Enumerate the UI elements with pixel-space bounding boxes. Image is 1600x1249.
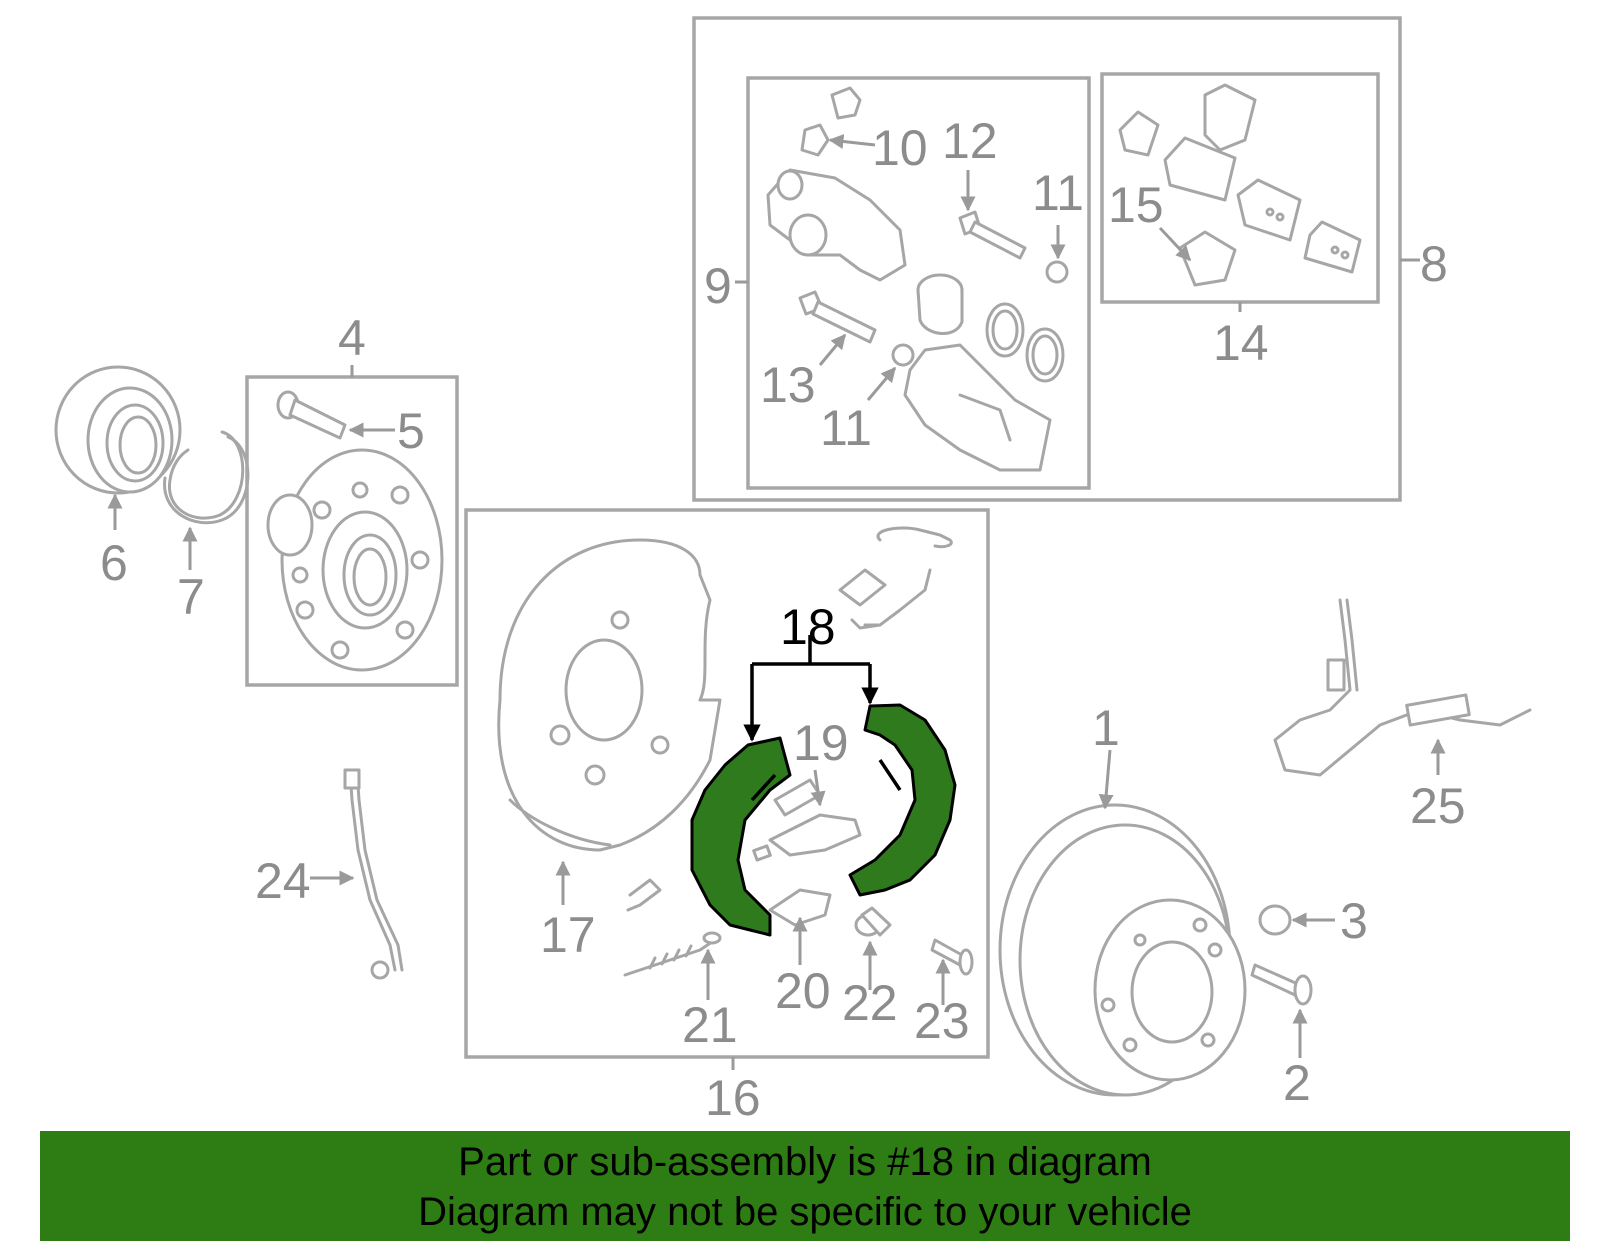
brake-rotor-part (998, 803, 1247, 1097)
brake-pads-part (1118, 110, 1362, 274)
spring-kit-part (838, 526, 953, 630)
guide-bolt-13-part (798, 290, 877, 344)
callout-11-top: 11 (1032, 165, 1084, 221)
strut-part (768, 888, 832, 927)
callout-20: 20 (775, 963, 831, 1019)
banner-line-disclaimer: Diagram may not be specific to your vehi… (418, 1190, 1192, 1234)
info-banner: Part or sub-assembly is #18 in diagram D… (40, 1131, 1570, 1241)
pad-shims-15-part (1178, 83, 1257, 287)
caliper-bracket-part (903, 343, 1052, 472)
callout-4: 4 (338, 310, 366, 366)
callout-17: 17 (540, 907, 596, 963)
callout-23: 23 (914, 993, 970, 1049)
return-spring-part (623, 931, 722, 977)
callout-16: 16 (705, 1070, 761, 1126)
callout-1: 1 (1092, 700, 1120, 756)
callout-14: 14 (1213, 315, 1269, 371)
callout-22: 22 (842, 975, 898, 1031)
callout-25: 25 (1410, 778, 1466, 834)
callout-9: 9 (704, 258, 732, 314)
callout-19: 19 (793, 715, 849, 771)
boot-11-bottom-part (891, 343, 915, 367)
parking-brake-shoes-part (690, 703, 957, 937)
caliper-bleeder-part (800, 86, 862, 157)
clip-part (626, 878, 662, 912)
callout-7: 7 (177, 569, 205, 625)
speed-sensor-part (1273, 598, 1532, 777)
callout-6: 6 (100, 535, 128, 591)
parking-brake-shoe-right (848, 703, 957, 897)
wheel-hub-part (266, 448, 444, 672)
backing-plate-part (497, 538, 722, 852)
callout-13: 13 (760, 357, 816, 413)
snap-ring-part (163, 430, 250, 525)
rotor-screw-part (1258, 904, 1292, 936)
brake-hose-part (343, 768, 404, 980)
leader-lines (107, 134, 1446, 1070)
banner-line-part-number: Part or sub-assembly is #18 in diagram (458, 1140, 1152, 1184)
callout-5: 5 (397, 403, 425, 459)
wheel-stud-part (1250, 963, 1313, 1006)
callout-12: 12 (942, 113, 998, 169)
piston-part (916, 273, 964, 336)
callout-18: 18 (780, 599, 836, 655)
guide-bolt-12-part (958, 210, 1027, 260)
callout-2: 2 (1283, 1055, 1311, 1111)
wheel-bearing-part (54, 365, 182, 495)
piston-seals-part (985, 302, 1065, 383)
group-box-16 (464, 508, 990, 1059)
callout-10: 10 (872, 120, 928, 176)
callout-18-leader (743, 635, 879, 742)
callout-3: 3 (1340, 893, 1368, 949)
boot-11-top-part (1045, 260, 1069, 284)
callout-24: 24 (255, 853, 311, 909)
callout-8: 8 (1420, 236, 1448, 292)
callout-11-bottom: 11 (820, 400, 872, 456)
hold-down-pin-part (854, 906, 892, 937)
callout-21: 21 (682, 997, 738, 1053)
callout-15: 15 (1108, 177, 1164, 233)
anchor-pin-part (930, 938, 974, 976)
hub-bolt-part (276, 390, 347, 440)
caliper-body-part (766, 168, 907, 282)
